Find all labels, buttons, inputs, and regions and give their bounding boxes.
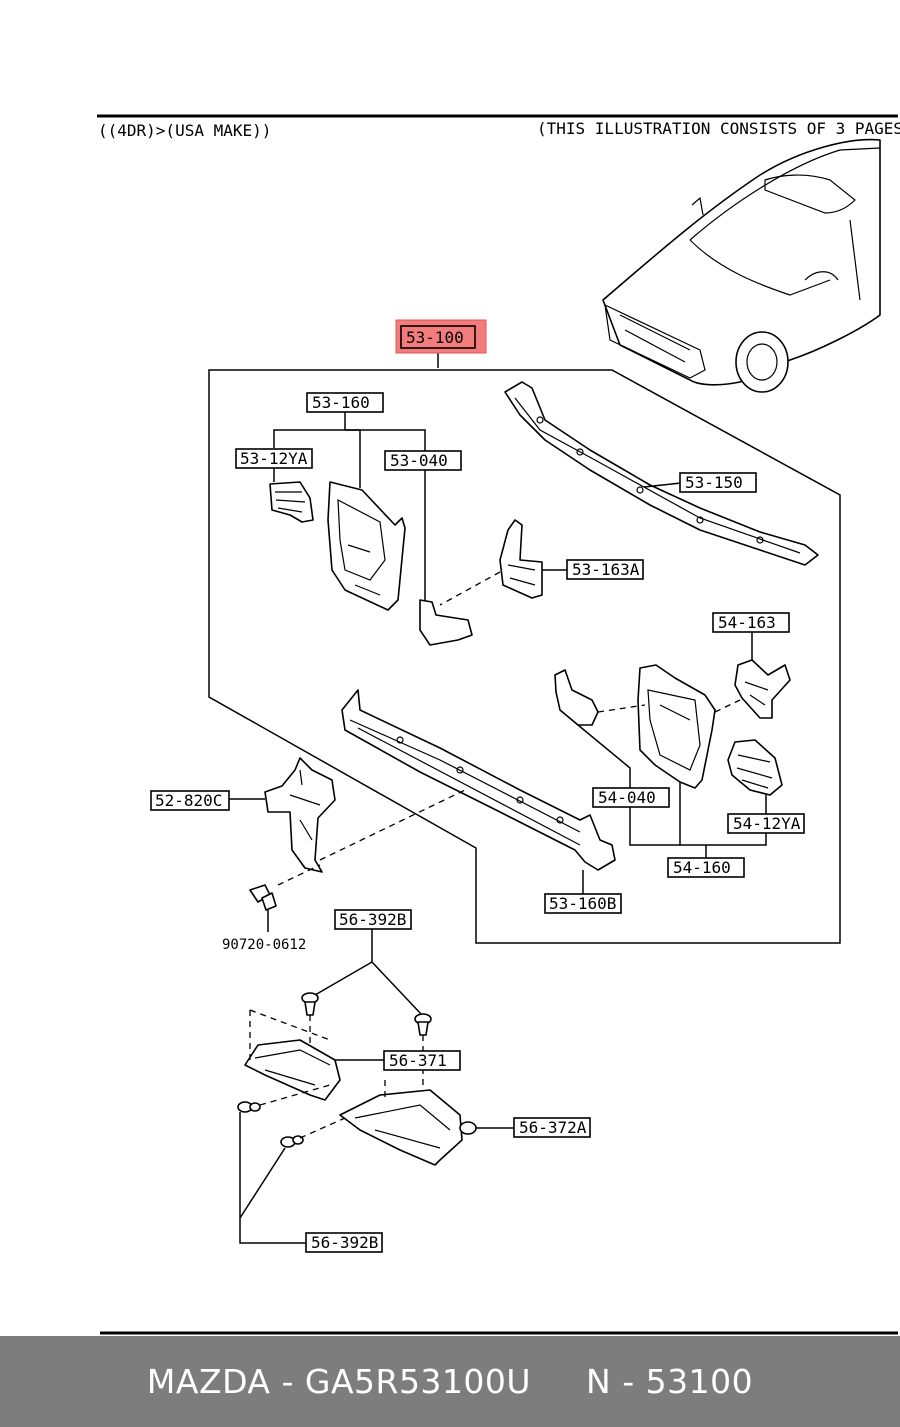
part-53-040 bbox=[419, 599, 473, 646]
callout-56-392b-top[interactable]: 56-392B bbox=[339, 910, 406, 929]
part-54-12ya bbox=[727, 739, 783, 796]
callout-90720-0612[interactable]: 90720-0612 bbox=[222, 937, 306, 953]
callout-53-160b[interactable]: 53-160B bbox=[549, 894, 616, 913]
part-54-040 bbox=[554, 669, 599, 726]
part-56-372a bbox=[339, 1089, 463, 1166]
car-illustration bbox=[602, 138, 881, 393]
parts-diagram: ((4DR)>(USA MAKE)) (THIS ILLUSTRATION CO… bbox=[97, 114, 900, 1335]
clip-icon bbox=[301, 992, 319, 1016]
part-53-150 bbox=[504, 381, 819, 566]
callout-53-12ya[interactable]: 53-12YA bbox=[240, 449, 308, 468]
part-54-160 bbox=[637, 664, 716, 789]
callout-53-040[interactable]: 53-040 bbox=[390, 451, 448, 470]
callout-54-040[interactable]: 54-040 bbox=[598, 788, 656, 807]
callout-56-392b-bottom[interactable]: 56-392B bbox=[311, 1233, 378, 1252]
callout-53-163a[interactable]: 53-163A bbox=[572, 560, 640, 579]
callout-52-820c[interactable]: 52-820C bbox=[155, 791, 222, 810]
callout-54-160[interactable]: 54-160 bbox=[673, 858, 731, 877]
header-right: (THIS ILLUSTRATION CONSISTS OF 3 PAGES) bbox=[537, 119, 900, 138]
callout-56-371[interactable]: 56-371 bbox=[389, 1051, 447, 1070]
clip-icon-2 bbox=[414, 1013, 432, 1036]
callout-53-160[interactable]: 53-160 bbox=[312, 393, 370, 412]
callout-53-150[interactable]: 53-150 bbox=[685, 473, 743, 492]
clip-icon-3 bbox=[237, 1101, 261, 1113]
callout-56-372a[interactable]: 56-372A bbox=[519, 1118, 587, 1137]
assembly-outline bbox=[208, 369, 841, 944]
part-53-12ya bbox=[269, 481, 314, 523]
part-54-163 bbox=[734, 659, 791, 719]
clip-icon-4 bbox=[280, 1135, 304, 1148]
footer-bar: MAZDA - GA5R53100U N - 53100 bbox=[0, 1336, 900, 1427]
part-53-163a bbox=[499, 519, 543, 599]
part-52-820c bbox=[264, 757, 336, 873]
part-53-160 bbox=[327, 481, 406, 611]
callout-54-12ya[interactable]: 54-12YA bbox=[733, 814, 801, 833]
footer-part-number: MAZDA - GA5R53100U N - 53100 bbox=[146, 1362, 754, 1401]
part-56-371 bbox=[244, 1039, 341, 1101]
bolt-icon bbox=[249, 884, 277, 932]
header-left: ((4DR)>(USA MAKE)) bbox=[98, 121, 271, 140]
callout-53-100[interactable]: 53-100 bbox=[406, 328, 464, 347]
callout-54-163[interactable]: 54-163 bbox=[718, 613, 776, 632]
